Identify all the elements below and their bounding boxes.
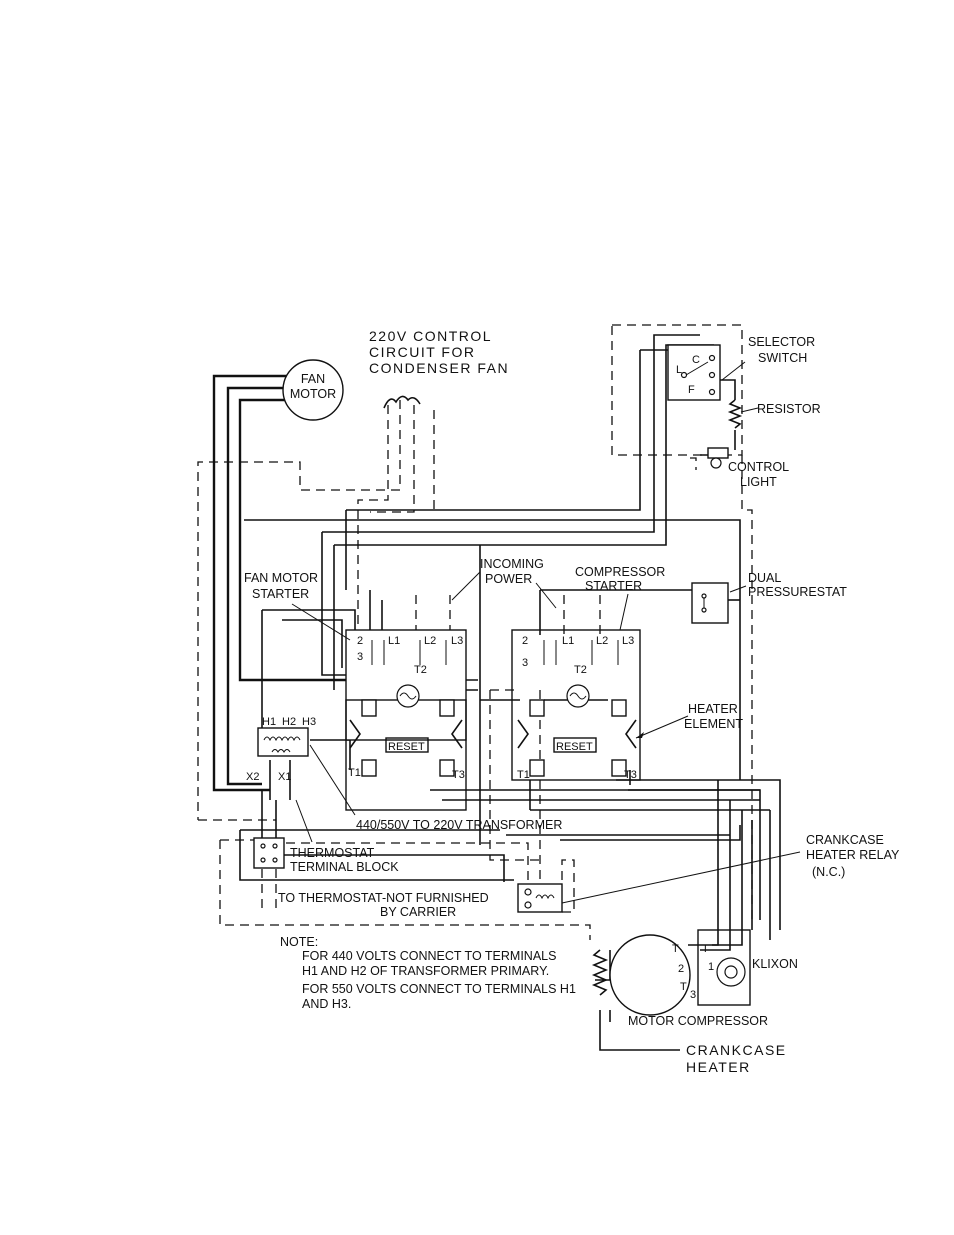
selector-switch-label-2: SWITCH	[758, 351, 807, 365]
crankcase-heater: CRANKCASE HEATER	[591, 949, 787, 1075]
selector-terminal-l: L	[676, 364, 682, 376]
selector-switch-label-1: SELECTOR	[748, 335, 815, 349]
selector-terminal-c: C	[692, 354, 700, 366]
thermostat-block-label-2: TERMINAL BLOCK	[290, 860, 399, 874]
comp-starter-terminal-l3: L3	[622, 635, 634, 647]
comp-starter-terminal-t1: T1	[517, 769, 530, 781]
thermostat-terminal-block: THERMOSTAT TERMINAL BLOCK	[253, 799, 399, 874]
note-line-4: AND H3.	[302, 997, 351, 1011]
incoming-power-label-1: INCOMING	[480, 557, 544, 571]
transformer: H1 H2 H3 X2 X1 440/550V TO 220V TRANSFOR…	[246, 716, 562, 832]
transformer-label: 440/550V TO 220V TRANSFORMER	[356, 818, 562, 832]
fan-motor: FAN MOTOR	[282, 359, 344, 421]
crankcase-heater-relay-label-3: (N.C.)	[812, 865, 845, 879]
crankcase-heater-label-2: HEATER	[686, 1059, 751, 1075]
heater-element-label-2: ELEMENT	[684, 717, 743, 731]
fan-starter-terminal-t3: T3	[452, 769, 465, 781]
heater-element-label-1: HEATER	[688, 702, 738, 716]
control-light-label-2: LIGHT	[740, 475, 777, 489]
note-line-1: FOR 440 VOLTS CONNECT TO TERMINALS	[302, 949, 556, 963]
crankcase-heater-relay: CRANKCASE HEATER RELAY (N.C.)	[517, 833, 900, 913]
fan-starter-terminal-t1: T1	[348, 767, 361, 779]
comp-starter-terminal-3: 3	[522, 657, 528, 669]
comp-starter-terminal-t3: T3	[624, 769, 637, 781]
selector-terminal-f: F	[688, 384, 695, 396]
compressor-terminal-t3-n: 3	[690, 989, 696, 1001]
heater-element: HEATER ELEMENT	[635, 702, 743, 739]
comp-starter-terminal-t2: T2	[574, 664, 587, 676]
control-circuit-label-3: CONDENSER FAN	[369, 360, 509, 376]
transformer-terminal-x2: X2	[246, 771, 259, 783]
fan-motor-starter: 2 3 L1 L2 L3 T2 RESET T1 T3 FAN MOTOR ST…	[244, 571, 467, 811]
crankcase-heater-label-1: CRANKCASE	[686, 1042, 787, 1058]
fan-starter-terminal-2: 2	[357, 635, 363, 647]
fan-motor-starter-label-2: STARTER	[252, 587, 309, 601]
fan-starter-terminal-l3: L3	[451, 635, 463, 647]
compressor-starter: 2 3 L1 L2 L3 T2 RESET T1 T3 COMPRESSOR S…	[511, 565, 665, 781]
compressor-starter-label-2: STARTER	[585, 579, 642, 593]
resistor-label: RESISTOR	[757, 402, 821, 416]
compressor-terminal-t2-n: 2	[678, 963, 684, 975]
note: NOTE: FOR 440 VOLTS CONNECT TO TERMINALS…	[280, 935, 576, 1011]
control-circuit-label-1: 220V CONTROL	[369, 328, 492, 344]
transformer-terminal-h3: H3	[302, 716, 316, 728]
compressor-terminal-t2-t: T	[672, 943, 679, 955]
compressor-starter-label-1: COMPRESSOR	[575, 565, 665, 579]
control-circuit-break-symbol	[383, 395, 421, 409]
to-thermostat-label-1: TO THERMOSTAT-NOT FURNISHED	[278, 891, 489, 905]
fan-motor-label-2: MOTOR	[290, 387, 336, 401]
dual-pressurestat-label-2: PRESSURESTAT	[748, 585, 847, 599]
dashed-wires	[197, 324, 753, 940]
fan-starter-terminal-t2: T2	[414, 664, 427, 676]
control-light: CONTROL LIGHT	[707, 447, 789, 489]
to-thermostat: TO THERMOSTAT-NOT FURNISHED BY CARRIER	[278, 891, 489, 919]
solid-wires	[212, 334, 781, 1051]
transformer-terminal-h2: H2	[282, 716, 296, 728]
transformer-terminal-h1: H1	[262, 716, 276, 728]
comp-starter-terminal-l2: L2	[596, 635, 608, 647]
resistor: RESISTOR	[727, 399, 821, 429]
dual-pressurestat-label-1: DUAL	[748, 571, 781, 585]
dual-pressurestat: DUAL PRESSURESTAT	[691, 571, 847, 624]
transformer-terminal-x1: X1	[278, 771, 291, 783]
compressor-terminal-t1-t: T	[702, 943, 709, 955]
comp-starter-reset: RESET	[556, 741, 593, 753]
control-light-label-1: CONTROL	[728, 460, 789, 474]
comp-starter-terminal-2: 2	[522, 635, 528, 647]
fan-starter-reset: RESET	[388, 741, 425, 753]
fan-motor-starter-label-1: FAN MOTOR	[244, 571, 318, 585]
klixon-label: KLIXON	[752, 957, 798, 971]
thermostat-block-label-1: THERMOSTAT	[290, 846, 375, 860]
note-line-2: H1 AND H2 OF TRANSFORMER PRIMARY.	[302, 964, 549, 978]
compressor-terminal-t3-t: T	[680, 981, 687, 993]
comp-starter-terminal-l1: L1	[562, 635, 574, 647]
motor-compressor-label: MOTOR COMPRESSOR	[628, 1014, 768, 1028]
incoming-power: INCOMING POWER	[451, 557, 557, 609]
fan-starter-terminal-l2: L2	[424, 635, 436, 647]
control-circuit-label-2: CIRCUIT FOR	[369, 344, 475, 360]
control-circuit: 220V CONTROL CIRCUIT FOR CONDENSER FAN	[369, 328, 509, 409]
to-thermostat-label-2: BY CARRIER	[380, 905, 456, 919]
fan-motor-label-1: FAN	[301, 372, 325, 386]
compressor-terminal-t1-n: 1	[708, 961, 714, 973]
fan-starter-terminal-3: 3	[357, 651, 363, 663]
crankcase-heater-relay-label-1: CRANKCASE	[806, 833, 884, 847]
crankcase-heater-relay-label-2: HEATER RELAY	[806, 848, 900, 862]
motor-compressor: T 2 T 3 T 1 KLIXON MOTOR COMPRESSOR	[609, 929, 798, 1028]
note-line-3: FOR 550 VOLTS CONNECT TO TERMINALS H1	[302, 982, 576, 996]
selector-switch: C L F SELECTOR SWITCH	[667, 335, 815, 401]
note-heading: NOTE:	[280, 935, 318, 949]
fan-starter-terminal-l1: L1	[388, 635, 400, 647]
incoming-power-label-2: POWER	[485, 572, 532, 586]
